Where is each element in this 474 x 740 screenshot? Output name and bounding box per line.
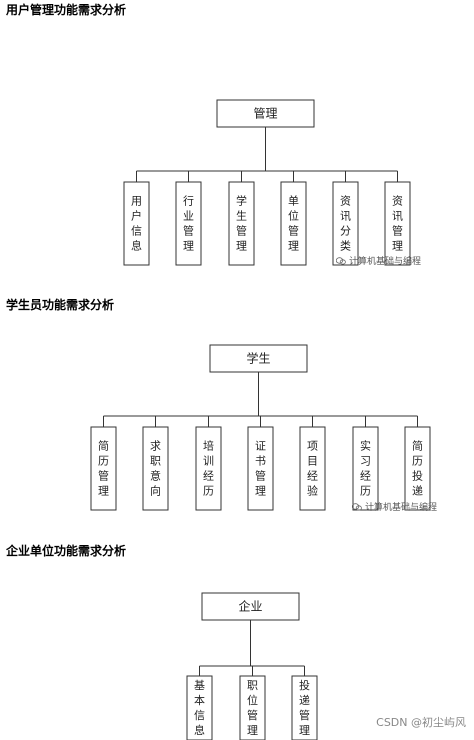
child-node-box (239, 675, 266, 740)
child-node-box (142, 426, 169, 511)
child-node-box (186, 675, 213, 740)
wechat-icon (336, 256, 346, 265)
child-node-label: 基本信息 (194, 679, 205, 737)
child-node-label: 简历投递 (412, 439, 423, 498)
child-node-box (291, 675, 318, 740)
root-node-box (209, 344, 308, 373)
child-node-label: 简历管理 (98, 439, 109, 498)
child-node-label: 证书管理 (255, 440, 266, 498)
wechat-icon (352, 502, 362, 511)
child-node-label: 单位管理 (288, 195, 299, 253)
section-heading-student: 学生员功能需求分析 (6, 298, 115, 312)
child-node-label: 投递管理 (299, 678, 310, 737)
child-node-label: 培训经历 (203, 439, 214, 498)
child-node-box (332, 181, 359, 266)
child-node-box (280, 181, 307, 266)
child-node-box (247, 426, 274, 511)
child-node-box (195, 426, 222, 511)
child-node-label: 项目经验 (307, 440, 318, 498)
root-node-box (216, 99, 315, 128)
child-node-label: 求职意向 (150, 440, 161, 498)
child-node-label: 实习经历 (360, 439, 371, 498)
child-node-label: 学生管理 (236, 194, 247, 253)
child-node-box (404, 426, 431, 511)
root-node-label: 管理 (253, 106, 277, 121)
child-node-label: 资讯管理 (392, 195, 403, 253)
child-node-box (175, 181, 202, 266)
section-heading-user-management: 用户管理功能需求分析 (6, 3, 127, 17)
child-node-box (299, 426, 326, 511)
root-node-label: 学生 (246, 351, 270, 366)
child-node-box (352, 426, 379, 511)
child-node-box (123, 181, 150, 266)
child-node-label: 资讯分类 (340, 195, 351, 253)
watermark-1: 计算机基础与编程 (336, 254, 421, 267)
root-node-box (201, 592, 300, 621)
child-node-box (228, 181, 255, 266)
section-heading-enterprise: 企业单位功能需求分析 (6, 544, 127, 558)
watermark-text: 计算机基础与编程 (349, 257, 422, 267)
csdn-credit: CSDN @初尘屿风 (376, 716, 466, 729)
child-node-box (90, 426, 117, 511)
root-node-label: 企业 (238, 599, 262, 614)
child-node-box (384, 181, 411, 266)
child-node-label: 行业管理 (183, 195, 194, 253)
watermark-2: 计算机基础与编程 (352, 500, 437, 513)
watermark-text: 计算机基础与编程 (365, 503, 438, 513)
child-node-label: 用户信息 (131, 195, 142, 253)
child-node-label: 职位管理 (247, 679, 258, 737)
